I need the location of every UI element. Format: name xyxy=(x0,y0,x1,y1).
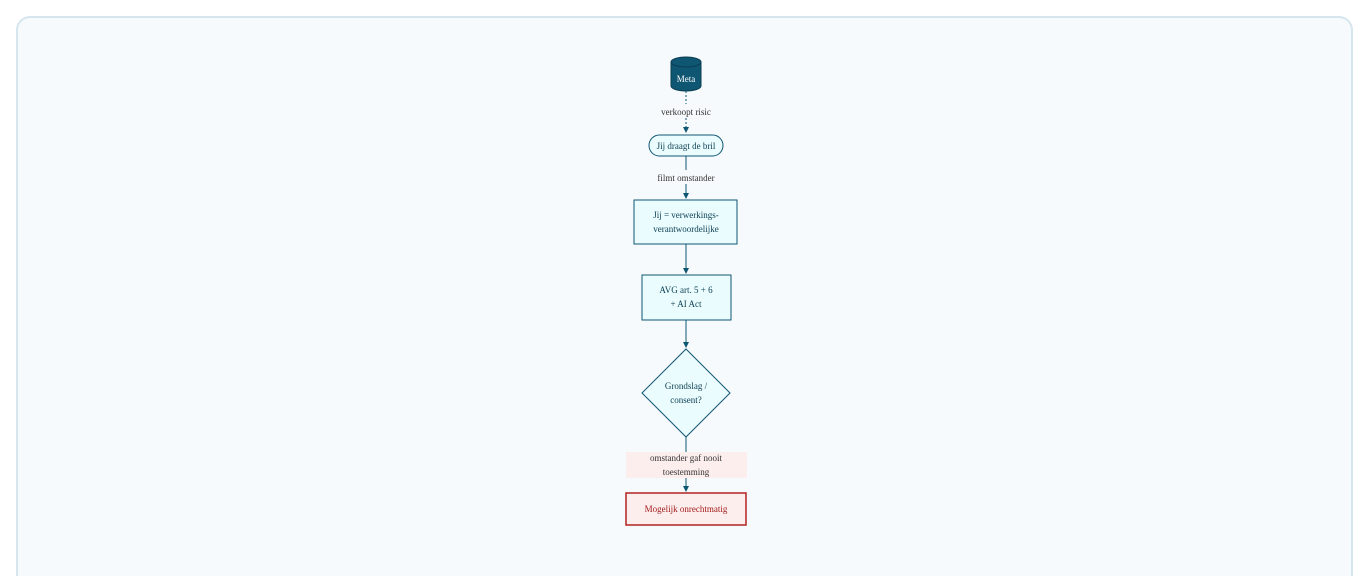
node-controller: Jij = verwerkings- verantwoordelijke xyxy=(633,199,738,245)
node-law-line1: AVG art. 5 + 6 xyxy=(659,285,713,295)
node-meta: Meta xyxy=(670,56,702,92)
node-law-line2: + AI Act xyxy=(670,299,702,309)
node-decision: Grondslag / consent? xyxy=(641,348,731,438)
edge-label-toestemming-line1: omstander gaf nooit xyxy=(650,453,722,463)
node-wearer-label: Jij draagt de bril xyxy=(657,141,716,151)
edge-decision-result: omstander gaf nooit toestemming xyxy=(626,437,747,492)
node-result: Mogelijk onrechtmatig xyxy=(625,492,747,526)
node-result-label: Mogelijk onrechtmatig xyxy=(645,504,728,514)
node-decision-line2: consent? xyxy=(670,395,702,405)
edge-wearer-controller: filmt omstander xyxy=(657,156,715,199)
node-decision-line1: Grondslag / xyxy=(665,381,708,391)
edge-label-verkoopt: verkoopt risic xyxy=(661,107,711,117)
node-law: AVG art. 5 + 6 + AI Act xyxy=(641,274,732,321)
node-wearer: Jij draagt de bril xyxy=(648,134,724,157)
edge-label-toestemming-line2: toestemming xyxy=(663,467,710,477)
node-controller-line2: verantwoordelijke xyxy=(653,224,718,234)
node-controller-line1: Jij = verwerkings- xyxy=(653,210,719,220)
edge-label-filmt: filmt omstander xyxy=(657,173,714,183)
flowchart: Meta verkoopt risic Jij draagt de bril f… xyxy=(625,56,747,526)
edge-meta-wearer: verkoopt risic xyxy=(661,91,711,133)
node-meta-label: Meta xyxy=(677,74,696,84)
